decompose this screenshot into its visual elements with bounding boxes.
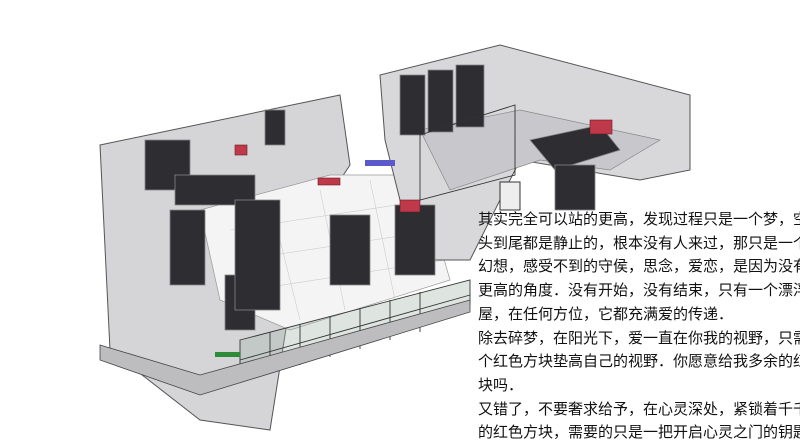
text-line: 块吗． bbox=[478, 375, 524, 394]
blue-strip bbox=[365, 160, 395, 166]
text-line: 除去碎梦，在阳光下，爱一直在你我的视野，只需拿几 bbox=[478, 328, 800, 347]
red-blocks bbox=[234, 119, 613, 213]
text-line: 其实完全可以站的更高，发现过程只是一个梦，空间从 bbox=[478, 210, 800, 228]
text-line: 屋，在任何方位，它都充满爱的传递． bbox=[478, 304, 734, 323]
marble-cabinets bbox=[144, 64, 621, 331]
text-line: 个红色方块垫高自己的视野．你愿意给我多余的红色方 bbox=[478, 352, 800, 371]
front-ledge bbox=[99, 299, 471, 396]
essay-text: 其实完全可以站的更高，发现过程只是一个梦，空间从 头到尾都是静止的，根本没有人来… bbox=[478, 208, 800, 443]
text-line: 幻想，感受不到的守侯，思念，爱恋，是因为没有站在 bbox=[478, 257, 800, 276]
text-line: 头到尾都是静止的，根本没有人来过，那只是一个梦的 bbox=[478, 233, 800, 252]
green-strip bbox=[215, 352, 240, 357]
text-line: 的红色方块，需要的只是一把开启心灵之门的钥匙． bbox=[478, 423, 800, 442]
window-frame bbox=[499, 181, 521, 211]
text-line: 更高的角度．没有开始，没有结束，只有一个漂浮的小 bbox=[478, 281, 800, 300]
text-line: 又错了，不要奢求给予，在心灵深处，紧锁着千千万万 bbox=[478, 399, 800, 418]
